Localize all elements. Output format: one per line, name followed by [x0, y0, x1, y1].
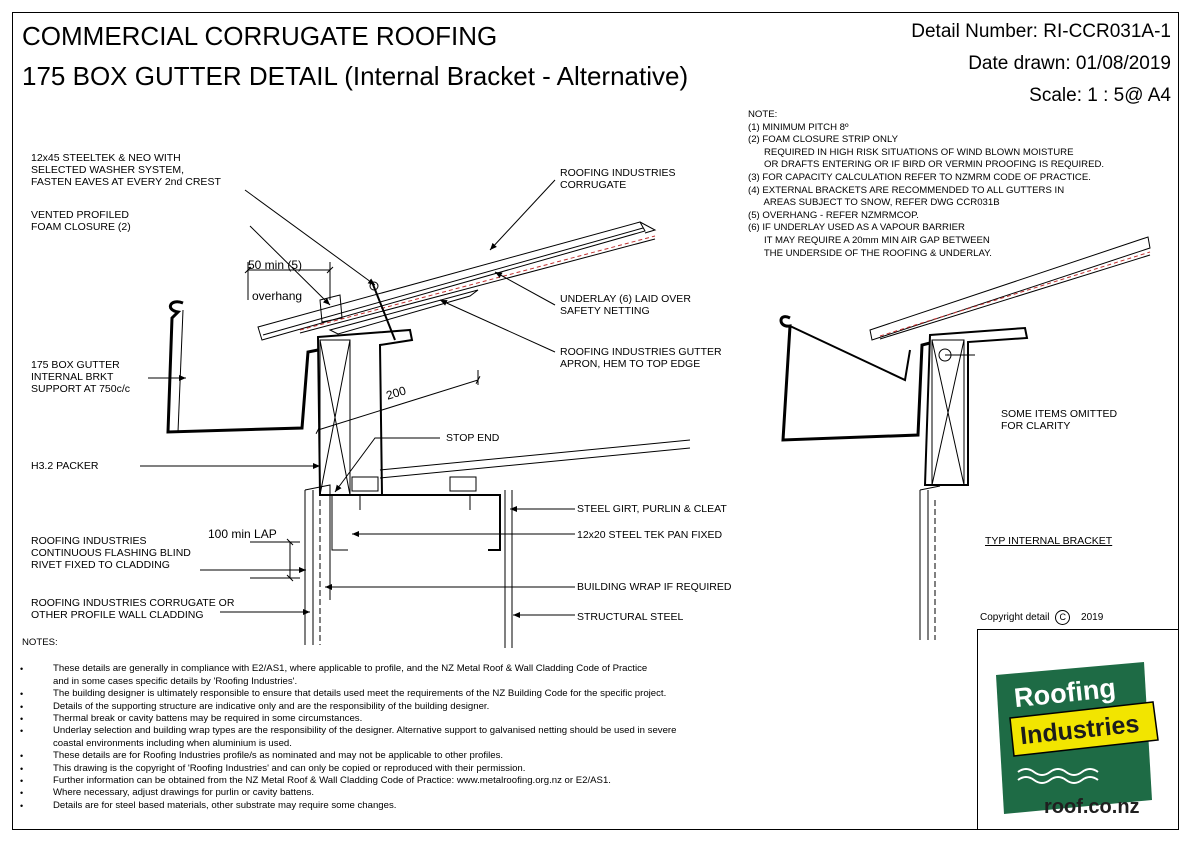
logo-url: roof.co.nz: [1044, 796, 1140, 818]
label-structural-steel: STRUCTURAL STEEL: [577, 611, 684, 623]
dim-200: [315, 376, 481, 434]
notes-bottom: NOTES: These details are generally in co…: [20, 637, 676, 813]
label-packer: H3.2 PACKER: [31, 460, 99, 472]
notes-heading: NOTES:: [22, 637, 58, 648]
note-bottom-item: The building designer is ultimately resp…: [20, 688, 676, 701]
title-line-2: 175 BOX GUTTER DETAIL (Internal Bracket …: [22, 61, 689, 91]
label-items-omitted: SOME ITEMS OMITTED FOR CLARITY: [1001, 408, 1118, 432]
label-stop-end: STOP END: [446, 432, 500, 444]
note-top-line: (4) EXTERNAL BRACKETS ARE RECOMMENDED TO…: [748, 184, 1065, 196]
roofing-industries-logo: [996, 662, 1159, 814]
label-typ-internal-bracket: TYP INTERNAL BRACKET: [985, 535, 1113, 547]
label-flashing: ROOFING INDUSTRIES CONTINUOUS FLASHING B…: [31, 535, 191, 571]
note-top-line: REQUIRED IN HIGH RISK SITUATIONS OF WIND…: [748, 146, 1074, 158]
note-top-line: (1) MINIMUM PITCH 8º: [748, 121, 849, 133]
gutter-apron: [328, 289, 479, 335]
label-ri-corrugate: ROOFING INDUSTRIES CORRUGATE: [560, 167, 676, 191]
note-top-line: IT MAY REQUIRE A 20mm MIN AIR GAP BETWEE…: [748, 234, 990, 246]
note-bottom-item: Details are for steel based materials, o…: [20, 800, 676, 813]
label-building-wrap: BUILDING WRAP IF REQUIRED: [577, 581, 732, 593]
copyright-line: Copyright detail C 2019: [980, 610, 1103, 625]
date-drawn: Date drawn: 01/08/2019: [968, 53, 1171, 74]
note-bottom-item: coastal environments including when alum…: [53, 737, 292, 749]
note-bottom-item: These details are for Roofing Industries…: [20, 750, 676, 763]
label-lap: 100 min LAP: [208, 527, 277, 541]
wall-cladding: [304, 490, 321, 645]
logo-box: Roofing Industries roof.co.nz: [977, 629, 1179, 830]
underlay-line: [299, 235, 656, 334]
label-overhang: overhang: [252, 289, 303, 303]
note-bottom-item: This drawing is the copyright of 'Roofin…: [20, 763, 676, 776]
note-bottom-item: and in some cases specific details by 'R…: [53, 675, 298, 687]
note-bottom-item: Thermal break or cavity battens may be r…: [20, 713, 676, 726]
note-top-line: OR DRAFTS ENTERING OR IF BIRD OR VERMIN …: [748, 159, 1105, 171]
notes-top: NOTE:(1) MINIMUM PITCH 8º(2) FOAM CLOSUR…: [748, 109, 1104, 260]
label-underlay: UNDERLAY (6) LAID OVER SAFETY NETTING: [560, 293, 691, 317]
title-line-1: COMMERCIAL CORRUGATE ROOFING: [22, 21, 498, 51]
purlin-line: [379, 439, 691, 479]
copyright-text: Copyright detail: [980, 612, 1050, 623]
label-wall-cladding: ROOFING INDUSTRIES CORRUGATE OR OTHER PR…: [31, 597, 235, 621]
scale: Scale: 1 : 5@ A4: [1029, 85, 1171, 106]
note-top-line: (3) FOR CAPACITY CALCULATION REFER TO NZ…: [748, 171, 1091, 183]
label-foam-closure: VENTED PROFILED FOAM CLOSURE (2): [31, 209, 131, 233]
copyright-symbol: C: [1055, 610, 1071, 625]
bolts: [351, 476, 477, 510]
steel-girt: [332, 494, 501, 551]
note-top-line: THE UNDERSIDE OF THE ROOFING & UNDERLAY.: [748, 247, 992, 259]
note-bottom-item: Details of the supporting structure are …: [20, 701, 676, 714]
roof-sheet: [257, 221, 657, 341]
note-top-line: (6) IF UNDERLAY USED AS A VAPOUR BARRIER: [748, 222, 965, 234]
box-gutter: [166, 300, 319, 434]
note-bottom-item: Underlay selection and building wrap typ…: [20, 725, 676, 738]
label-tek: 12x20 STEEL TEK PAN FIXED: [577, 529, 723, 541]
typ-internal-bracket-detail: [779, 236, 1151, 640]
label-girt: STEEL GIRT, PURLIN & CLEAT: [577, 503, 727, 515]
leaders: [140, 179, 575, 618]
label-overhang-dim: 50 min (5): [248, 258, 303, 272]
note-top-line: (5) OVERHANG - REFER NZMRMCOP.: [748, 209, 919, 221]
note-top-line: AREAS SUBJECT TO SNOW, REFER DWG CCR031B: [748, 197, 1000, 209]
note-bottom-item: Where necessary, adjust drawings for pur…: [20, 787, 676, 800]
label-apron: ROOFING INDUSTRIES GUTTER APRON, HEM TO …: [560, 346, 722, 370]
note-top-line: NOTE:: [748, 109, 778, 120]
foam-closure: [319, 294, 343, 323]
note-bottom-item: These details are generally in complianc…: [20, 663, 676, 676]
drawing-frame: [12, 12, 1179, 830]
label-steeltek: 12x45 STEELTEK & NEO WITH SELECTED WASHE…: [31, 152, 221, 188]
internal-bracket: [316, 328, 414, 496]
structural-steel: [504, 490, 513, 648]
note-bottom-item: Further information can be obtained from…: [20, 775, 676, 788]
copyright-year: 2019: [1081, 612, 1104, 623]
note-top-line: (2) FOAM CLOSURE STRIP ONLY: [748, 134, 898, 146]
flashing: [304, 484, 331, 600]
detail-number: Detail Number: RI-CCR031A-1: [911, 21, 1171, 42]
label-box-gutter: 175 BOX GUTTER INTERNAL BRKT SUPPORT AT …: [31, 359, 131, 395]
